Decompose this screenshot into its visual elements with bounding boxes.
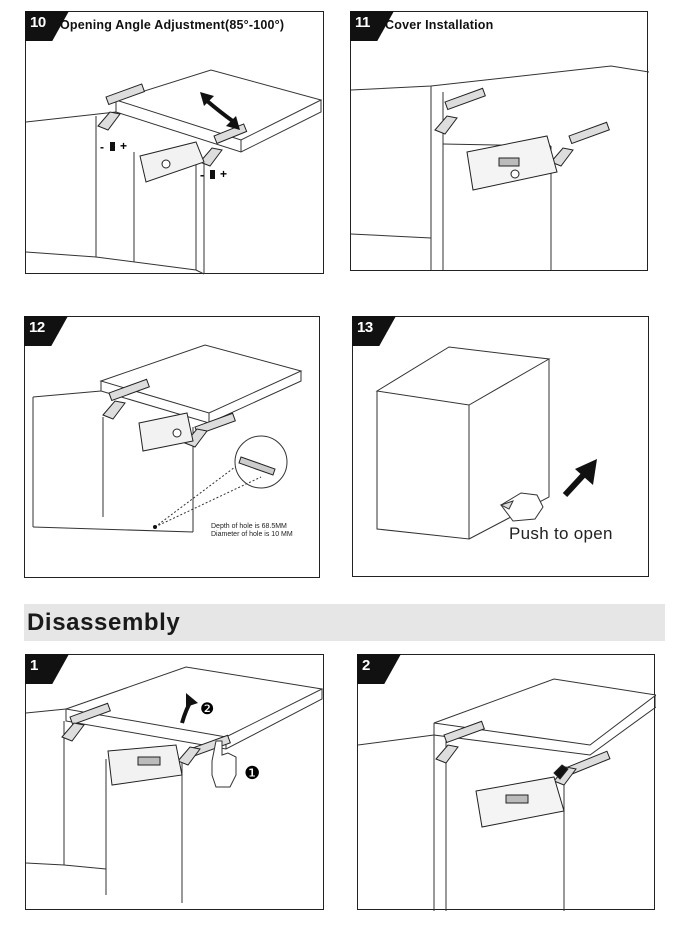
drill-hole-illustration bbox=[32, 344, 303, 533]
step-12-panel: 12 Depth of hole is 68.5MM Diameter of h… bbox=[24, 316, 320, 578]
callout-2: ❷ bbox=[200, 701, 215, 718]
step-11-title: Cover Installation bbox=[385, 18, 494, 32]
hand-icon bbox=[499, 492, 544, 522]
push-to-open-illustration bbox=[375, 346, 597, 540]
disassembly-section-header: Disassembly bbox=[24, 604, 665, 641]
minus-label: - bbox=[100, 140, 104, 154]
disassembly-step-1-panel: 1 ❷ ❶ bbox=[25, 654, 324, 910]
disassembly-release-illustration bbox=[26, 666, 324, 903]
disassembly-title: Disassembly bbox=[27, 609, 181, 636]
rotate-arrows-icon bbox=[200, 92, 240, 130]
cover-installation-illustration bbox=[351, 65, 649, 270]
hole-diameter-note: Diameter of hole is 10 MM bbox=[211, 531, 293, 538]
hole-depth-note: Depth of hole is 68.5MM bbox=[211, 523, 287, 530]
step-10-panel: 10 Opening Angle Adjustment(85°-100°) - … bbox=[25, 11, 324, 275]
plus-label-right: + bbox=[220, 167, 228, 181]
step-10-title: Opening Angle Adjustment(85°-100°) bbox=[60, 18, 285, 32]
step-13-panel: 13 Push to open bbox=[352, 316, 649, 577]
disassembly-step-2-panel: 2 bbox=[357, 654, 656, 911]
minus-label-right: - bbox=[200, 168, 204, 182]
disassembly-remove-illustration bbox=[358, 678, 656, 911]
step-11-panel: 11 Cover Installation bbox=[350, 11, 649, 271]
cabinet-hinge-adjust-illustration bbox=[26, 69, 323, 275]
lift-arrow-icon bbox=[180, 693, 198, 724]
plus-label: + bbox=[120, 139, 128, 153]
push-arrow-icon bbox=[562, 459, 597, 498]
push-to-open-caption: Push to open bbox=[509, 524, 613, 543]
hand-icon bbox=[211, 740, 237, 788]
callout-1: ❶ bbox=[244, 763, 261, 783]
